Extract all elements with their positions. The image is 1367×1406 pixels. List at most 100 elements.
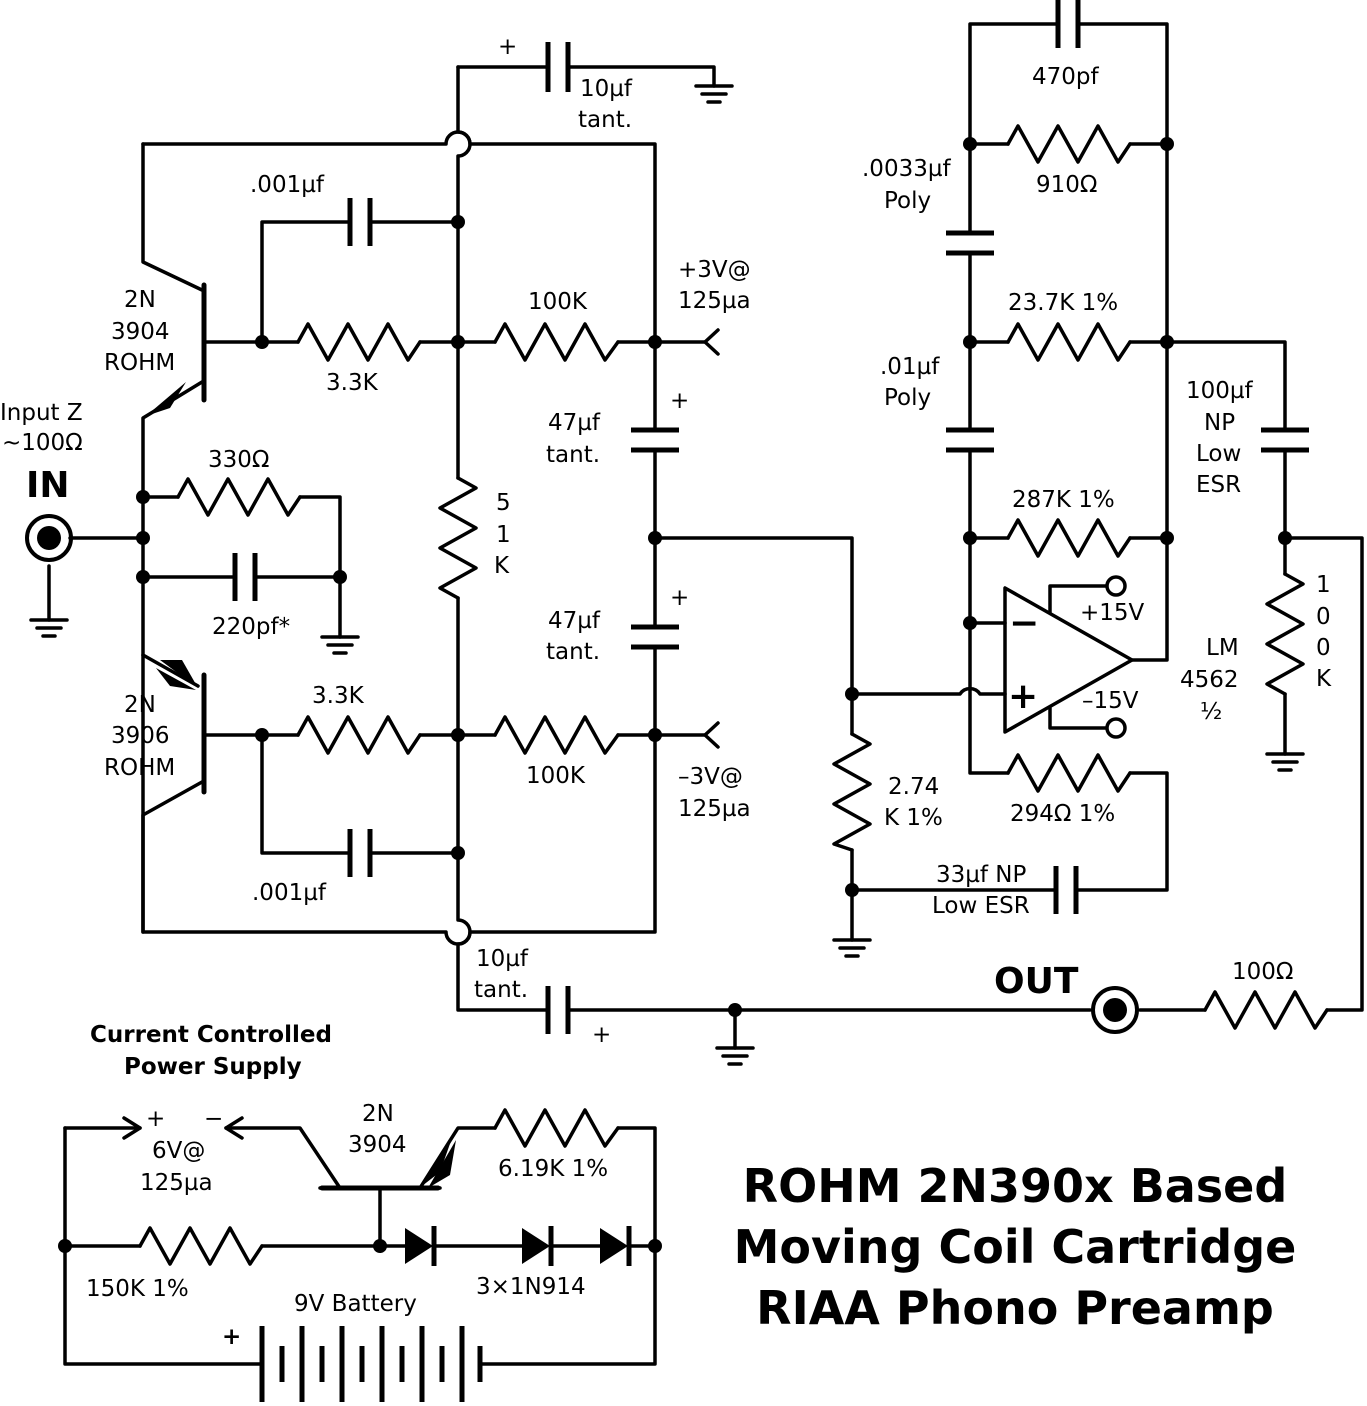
resistor-330 xyxy=(176,477,302,517)
ground-icon xyxy=(715,1046,755,1066)
wires-input-stage xyxy=(47,65,1092,1050)
q1-label-1: 2N xyxy=(124,287,156,313)
r294-label: 294Ω 1% xyxy=(1010,801,1115,827)
c47-bottom-label-1: 47µf xyxy=(548,608,601,634)
r100-out-label: 100Ω xyxy=(1232,959,1293,985)
r33k-bottom-label: 3.3K xyxy=(312,683,365,709)
capacitor-001-bottom xyxy=(347,829,373,877)
c220p-label: 220pf* xyxy=(212,614,290,640)
wires-riaa-stage xyxy=(850,22,1364,1012)
diodes-1n914 xyxy=(405,1226,632,1266)
c100-label-2: NP xyxy=(1204,410,1235,436)
resistors xyxy=(138,124,1329,1266)
r237k-label: 23.7K 1% xyxy=(1008,290,1118,316)
c01-label-1: .01µf xyxy=(880,354,940,380)
c100-label-4: ESR xyxy=(1196,472,1241,498)
ps-terminal-plus: + xyxy=(146,1106,165,1132)
resistor-23-7k xyxy=(1006,322,1132,362)
battery-label: 9V Battery xyxy=(294,1291,417,1317)
c10-bottom-label-1: 10µf xyxy=(476,946,529,972)
ps-output-label-2: 125µa xyxy=(140,1170,213,1196)
capacitor-33uf xyxy=(1053,866,1079,914)
ps-heading-1: Current Controlled xyxy=(90,1022,332,1048)
q1-label-3: ROHM xyxy=(104,350,175,376)
q2-emitter-arrowhead xyxy=(160,660,198,688)
r100k-out-label-2: 0 xyxy=(1316,604,1331,630)
output-jack[interactable] xyxy=(1091,986,1139,1034)
opamp-plus-sign: + xyxy=(1008,676,1038,717)
r274k-label-2: K 1% xyxy=(884,805,943,831)
r51k-label-1: 5 xyxy=(496,490,511,516)
supply-pos-label-1: +3V@ xyxy=(678,257,751,283)
c01-label-2: Poly xyxy=(884,385,931,411)
resistor-51k xyxy=(438,476,478,600)
r330-label: 330Ω xyxy=(208,447,269,473)
c10-top-label-2: tant. xyxy=(578,107,632,133)
out-label: OUT xyxy=(994,961,1079,1002)
q2-label-1: 2N xyxy=(124,692,156,718)
q2-label-3: ROHM xyxy=(104,755,175,781)
wires-power-supply xyxy=(63,1116,657,1366)
diode-2 xyxy=(522,1228,550,1264)
title-block: ROHM 2N390x Based Moving Coil Cartridge … xyxy=(734,1159,1297,1335)
diode-1 xyxy=(405,1228,433,1264)
in-label: IN xyxy=(26,465,70,506)
c47-top-label-1: 47µf xyxy=(548,410,601,436)
pos-supply-terminal xyxy=(1105,575,1127,597)
c47-top-label-2: tant. xyxy=(546,442,600,468)
resistor-150k xyxy=(138,1226,264,1266)
r100k-out-label-4: K xyxy=(1316,666,1332,692)
c47-bottom-plus: + xyxy=(670,585,689,611)
c001-bottom-label: .001µf xyxy=(252,880,327,906)
resistor-3-3k-bottom xyxy=(296,715,422,755)
r910-label: 910Ω xyxy=(1036,172,1097,198)
capacitor-470p xyxy=(1055,0,1081,48)
title-line-3: RIAA Phono Preamp xyxy=(756,1281,1274,1335)
resistor-2-74k xyxy=(832,732,872,852)
q1-emitter-arrow xyxy=(146,382,186,416)
battery-9v xyxy=(259,1326,483,1402)
input-z-label: Input Z xyxy=(0,400,83,426)
ps-output-label-1: 6V@ xyxy=(152,1138,205,1164)
ground-symbols xyxy=(29,84,1305,1066)
supply-neg-label-2: 125µa xyxy=(678,796,751,822)
c100-label-3: Low xyxy=(1196,441,1241,467)
opamp-label-3: ½ xyxy=(1200,699,1222,725)
capacitor-100uf xyxy=(1261,427,1309,453)
input-jack[interactable] xyxy=(25,514,73,562)
c100-label-1: 100µf xyxy=(1186,378,1254,404)
opamp-label-2: 4562 xyxy=(1180,667,1239,693)
c470p-label: 470pf xyxy=(1032,64,1099,90)
c47-bottom-label-2: tant. xyxy=(546,639,600,665)
labels-power-supply: Current Controlled Power Supply + − 6V@ … xyxy=(86,1022,608,1350)
capacitor-001-top xyxy=(347,198,373,246)
r100k-out-label-3: 0 xyxy=(1316,635,1331,661)
diodes-label: 3×1N914 xyxy=(476,1274,586,1300)
resistor-100k-top xyxy=(493,322,620,362)
ground-icon xyxy=(832,938,872,958)
resistor-100-out xyxy=(1203,990,1329,1030)
junction-dots xyxy=(58,137,1292,1253)
c47-top-plus: + xyxy=(670,388,689,414)
opamp-minus-sign: − xyxy=(1009,603,1039,644)
capacitor-47uf-top xyxy=(631,427,679,453)
r51k-label-3: K xyxy=(494,553,510,579)
v-pos-label: +15V xyxy=(1080,600,1145,626)
diode-3 xyxy=(600,1228,628,1264)
c33-label-2: Low ESR xyxy=(932,893,1030,919)
q1-label-2: 3904 xyxy=(111,319,170,345)
capacitors xyxy=(232,0,1309,1034)
supply-neg-label-1: –3V@ xyxy=(678,764,743,790)
capacitor-10uf-bottom xyxy=(545,986,571,1034)
battery-plus: + xyxy=(222,1324,241,1350)
neg-supply-terminal xyxy=(1105,717,1127,739)
ps-transistor-arrow xyxy=(422,1138,452,1186)
c0033-label-2: Poly xyxy=(884,188,931,214)
ground-icon xyxy=(320,635,360,655)
r150k-label: 150K 1% xyxy=(86,1276,189,1302)
q2-emitter-arrow xyxy=(156,668,196,690)
capacitor-01 xyxy=(946,427,994,453)
title-line-2: Moving Coil Cartridge xyxy=(734,1220,1297,1274)
resistor-287k xyxy=(1006,518,1132,558)
